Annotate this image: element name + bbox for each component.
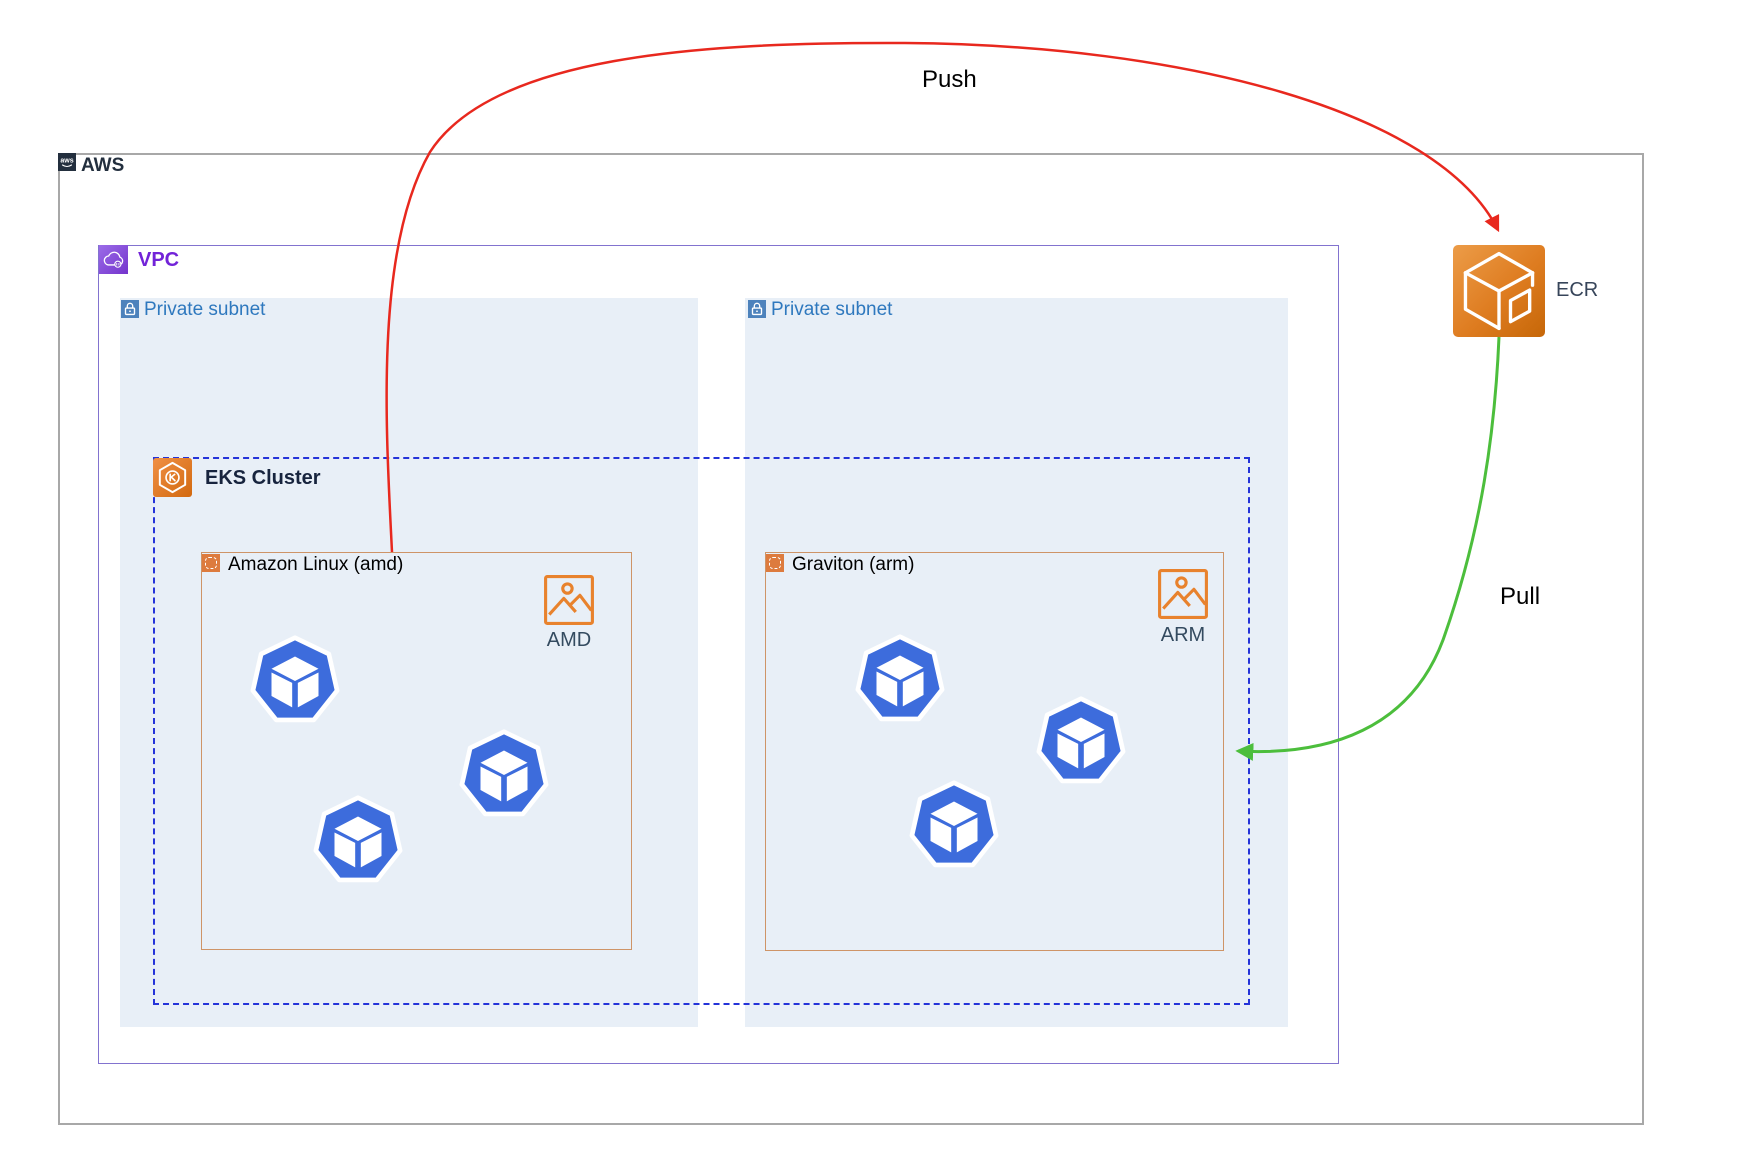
aws-logo-icon: aws (58, 153, 76, 171)
pod-icon (853, 633, 947, 727)
aws-cloud-label-row: aws AWS (58, 153, 124, 175)
pod-icon (907, 779, 1001, 873)
eks-cluster-label-row: EKS Cluster (153, 458, 321, 497)
private-subnet-2-label-row: Private subnet (748, 300, 892, 320)
node-group-amazon-linux-label: Amazon Linux (amd) (228, 554, 404, 575)
private-subnet-1-label: Private subnet (144, 299, 266, 320)
vpc-label: VPC (138, 249, 180, 271)
node-group-icon (202, 554, 220, 572)
private-subnet-2-label: Private subnet (771, 299, 893, 320)
node-group-graviton-label-row: Graviton (arm) (766, 554, 914, 575)
private-subnet-lock-icon (121, 300, 139, 318)
pod-icon (248, 634, 342, 728)
node-group-graviton-label: Graviton (arm) (792, 554, 915, 575)
eks-cluster-label: EKS Cluster (205, 467, 321, 489)
aws-logo-text: aws (60, 158, 73, 165)
machine-image-arm-label: ARM (1160, 624, 1206, 646)
pod-icon (1034, 695, 1128, 789)
vpc-cloud-icon (99, 245, 128, 274)
node-group-graviton (765, 552, 1224, 951)
machine-image-amd-icon (543, 574, 595, 626)
private-subnet-1-label-row: Private subnet (121, 300, 265, 320)
pull-arrow-label: Pull (1500, 583, 1541, 610)
node-group-icon (766, 554, 784, 572)
vpc-label-row: VPC (99, 245, 179, 274)
pod-icon (311, 794, 405, 888)
aws-cloud-label: AWS (81, 155, 125, 176)
machine-image-arm-icon (1157, 568, 1209, 620)
ecr-label: ECR (1556, 279, 1599, 301)
node-group-amazon-linux (201, 552, 632, 950)
node-group-amazon-linux-label-row: Amazon Linux (amd) (202, 554, 403, 575)
ecr-icon (1453, 245, 1545, 337)
push-arrow-label: Push (922, 66, 977, 93)
eks-cluster-icon (153, 458, 192, 497)
pod-icon (457, 728, 551, 822)
machine-image-amd-label: AMD (546, 629, 592, 651)
private-subnet-lock-icon (748, 300, 766, 318)
